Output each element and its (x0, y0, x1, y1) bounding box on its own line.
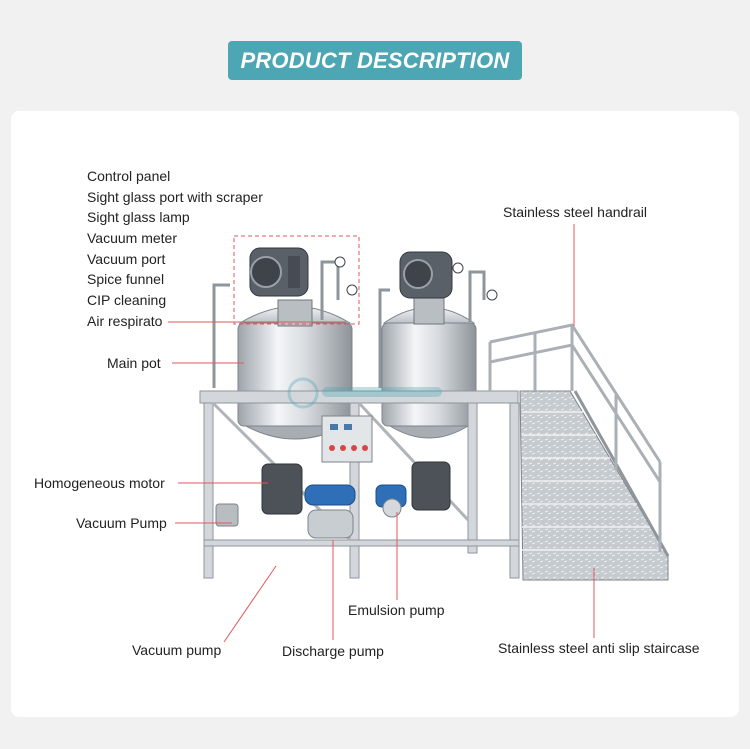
machine-illustration (199, 247, 670, 581)
staircase (519, 390, 670, 581)
left-motor (249, 247, 309, 297)
label-discharge-pump: Discharge pump (282, 643, 384, 659)
label-sight-glass-lamp: Sight glass lamp (87, 209, 190, 225)
label-emulsion-pump: Emulsion pump (348, 602, 445, 618)
product-description-banner: PRODUCT DESCRIPTION (228, 41, 522, 80)
leader-line-vacuum-pump-bottom (223, 565, 277, 643)
homogeneous-motors (261, 461, 451, 515)
label-vacuum-pump-left: Vacuum Pump (76, 515, 167, 531)
right-motor (399, 251, 453, 299)
stainless-handrail (488, 323, 662, 552)
label-cip-cleaning: CIP cleaning (87, 292, 166, 308)
label-spice-funnel: Spice funnel (87, 271, 164, 287)
secondary-pot-tank (381, 297, 477, 439)
label-staircase: Stainless steel anti slip staircase (498, 640, 700, 656)
top-fittings-highlight-box (233, 235, 360, 325)
label-vacuum-port: Vacuum port (87, 251, 165, 267)
pressure-gauges (334, 256, 498, 301)
top-fittings (212, 260, 486, 388)
leader-lines (168, 224, 595, 643)
label-vacuum-pump-bottom: Vacuum pump (132, 642, 221, 658)
label-control-panel: Control panel (87, 168, 170, 184)
pumps (215, 484, 407, 539)
label-sight-glass-port: Sight glass port with scraper (87, 189, 263, 205)
label-homogeneous-motor: Homogeneous motor (34, 475, 165, 491)
control-box (321, 415, 373, 463)
label-vacuum-meter: Vacuum meter (87, 230, 177, 246)
labels: Control panel Sight glass port with scra… (34, 168, 700, 659)
label-main-pot: Main pot (107, 355, 161, 371)
label-air-respirato: Air respirato (87, 313, 163, 329)
company-logo-watermark (287, 377, 442, 409)
platform-frame (199, 390, 520, 579)
label-handrail: Stainless steel handrail (503, 204, 647, 220)
